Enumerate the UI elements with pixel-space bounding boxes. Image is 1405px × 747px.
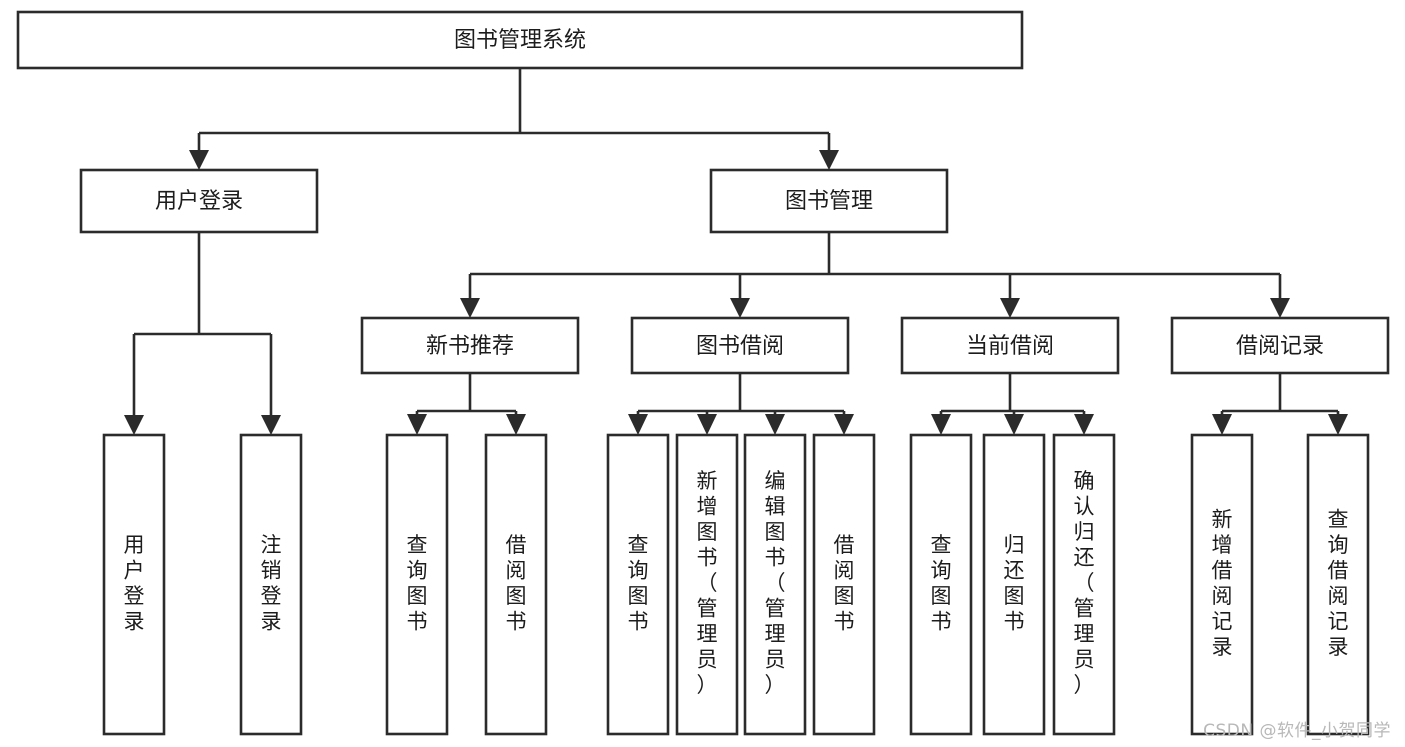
arrowhead-leaf-user-login [124, 415, 144, 435]
node-leaf-return-book[interactable]: 归还图书 [982, 433, 1046, 736]
node-user-login-box [79, 168, 319, 234]
node-leaf-query-record-box [1306, 433, 1370, 736]
arrowhead-book-borrow [730, 298, 750, 318]
node-leaf-query-book-2-box [606, 433, 670, 736]
node-leaf-logout[interactable]: 注销登录 [239, 433, 303, 736]
node-leaf-query-record[interactable]: 查询借阅记录 [1306, 433, 1370, 736]
node-leaf-return-book-box [982, 433, 1046, 736]
node-book-borrow[interactable]: 图书借阅 [630, 316, 850, 375]
node-root[interactable]: 图书管理系统 [16, 10, 1024, 70]
node-leaf-borrow-book-1[interactable]: 借阅图书 [484, 433, 548, 736]
node-leaf-logout-label: 注销登录 [261, 533, 282, 634]
arrowhead-leaf-borrow-book-2 [834, 414, 854, 435]
node-leaf-borrow-book-1-label: 借阅图书 [506, 533, 527, 634]
node-leaf-borrow-book-2-label: 借阅图书 [834, 533, 855, 634]
node-borrow-record-box [1170, 316, 1390, 375]
node-book-manage-box [709, 168, 949, 234]
node-user-login-label: 用户登录 [155, 189, 243, 214]
arrowhead-user-login [189, 150, 209, 170]
node-leaf-confirm-return[interactable]: 确认归还（管理员） [1052, 433, 1116, 736]
node-leaf-return-book-label: 归还图书 [1004, 533, 1025, 634]
node-current-borrow[interactable]: 当前借阅 [900, 316, 1120, 375]
node-new-book-rec[interactable]: 新书推荐 [360, 316, 580, 375]
node-leaf-query-book-3-box [909, 433, 973, 736]
arrowhead-leaf-confirm-return [1074, 414, 1094, 435]
node-leaf-edit-book[interactable]: 编辑图书（管理员） [743, 433, 807, 736]
node-leaf-borrow-book-2[interactable]: 借阅图书 [812, 433, 876, 736]
arrowhead-leaf-edit-book [765, 414, 785, 435]
node-current-borrow-box [900, 316, 1120, 375]
node-book-borrow-box [630, 316, 850, 375]
node-leaf-confirm-return-label: 确认归还（管理员） [1074, 469, 1095, 697]
arrowhead-leaf-add-book [697, 414, 717, 435]
node-leaf-query-book-3[interactable]: 查询图书 [909, 433, 973, 736]
connector-group-user-login [124, 232, 281, 435]
node-leaf-query-book-1-box [385, 433, 449, 736]
node-leaf-edit-book-box [743, 433, 807, 736]
node-leaf-query-book-2-label: 查询图书 [628, 533, 649, 634]
arrowhead-borrow-record [1270, 298, 1290, 318]
node-borrow-record[interactable]: 借阅记录 [1170, 316, 1390, 375]
node-new-book-rec-box [360, 316, 580, 375]
arrowhead-leaf-query-book-3 [931, 414, 951, 435]
connector-group-root [189, 68, 839, 170]
arrowhead-leaf-query-record [1328, 414, 1348, 435]
node-book-manage-label: 图书管理 [785, 189, 873, 214]
arrowhead-current-borrow [1000, 298, 1020, 318]
node-leaf-confirm-return-box [1052, 433, 1116, 736]
node-leaf-add-book-label: 新增图书（管理员） [697, 469, 718, 697]
connector-group-new-book-rec [407, 373, 526, 435]
node-leaf-user-login-box [102, 433, 166, 736]
node-leaf-logout-box [239, 433, 303, 736]
node-leaf-add-record-label: 新增借阅记录 [1212, 507, 1233, 659]
arrowhead-leaf-return-book [1004, 414, 1024, 435]
arrowhead-leaf-logout [261, 415, 281, 435]
node-leaf-query-book-1[interactable]: 查询图书 [385, 433, 449, 736]
node-root-box [16, 10, 1024, 70]
node-user-login[interactable]: 用户登录 [79, 168, 319, 234]
node-leaf-user-login-label: 用户登录 [124, 533, 145, 634]
node-book-borrow-label: 图书借阅 [696, 334, 784, 359]
arrowhead-leaf-query-book-2 [628, 414, 648, 435]
arrowhead-leaf-query-book-1 [407, 414, 427, 435]
node-leaf-borrow-book-1-box [484, 433, 548, 736]
node-leaf-query-book-1-label: 查询图书 [407, 533, 428, 634]
node-leaf-add-book[interactable]: 新增图书（管理员） [675, 433, 739, 736]
connector-group-current-borrow [931, 373, 1094, 435]
arrowhead-new-book-rec [460, 298, 480, 318]
node-leaf-query-book-3-label: 查询图书 [931, 533, 952, 634]
node-leaf-borrow-book-2-box [812, 433, 876, 736]
connector-group-book-manage [460, 232, 1290, 318]
node-borrow-record-label: 借阅记录 [1236, 334, 1324, 359]
node-leaf-user-login[interactable]: 用户登录 [102, 433, 166, 736]
arrowhead-book-manage [819, 150, 839, 170]
node-new-book-rec-label: 新书推荐 [426, 334, 514, 359]
node-leaf-add-book-box [675, 433, 739, 736]
node-leaf-add-record[interactable]: 新增借阅记录 [1190, 433, 1254, 736]
arrowhead-leaf-add-record [1212, 414, 1232, 435]
arrowhead-leaf-borrow-book-1 [506, 414, 526, 435]
node-leaf-edit-book-label: 编辑图书（管理员） [765, 469, 786, 697]
node-leaf-add-record-box [1190, 433, 1254, 736]
connector-group-borrow-record [1212, 373, 1348, 435]
node-current-borrow-label: 当前借阅 [966, 334, 1054, 359]
node-leaf-query-book-2[interactable]: 查询图书 [606, 433, 670, 736]
connector-group-book-borrow [628, 373, 854, 435]
node-book-manage[interactable]: 图书管理 [709, 168, 949, 234]
node-leaf-query-record-label: 查询借阅记录 [1328, 507, 1349, 659]
node-root-label: 图书管理系统 [454, 28, 586, 53]
